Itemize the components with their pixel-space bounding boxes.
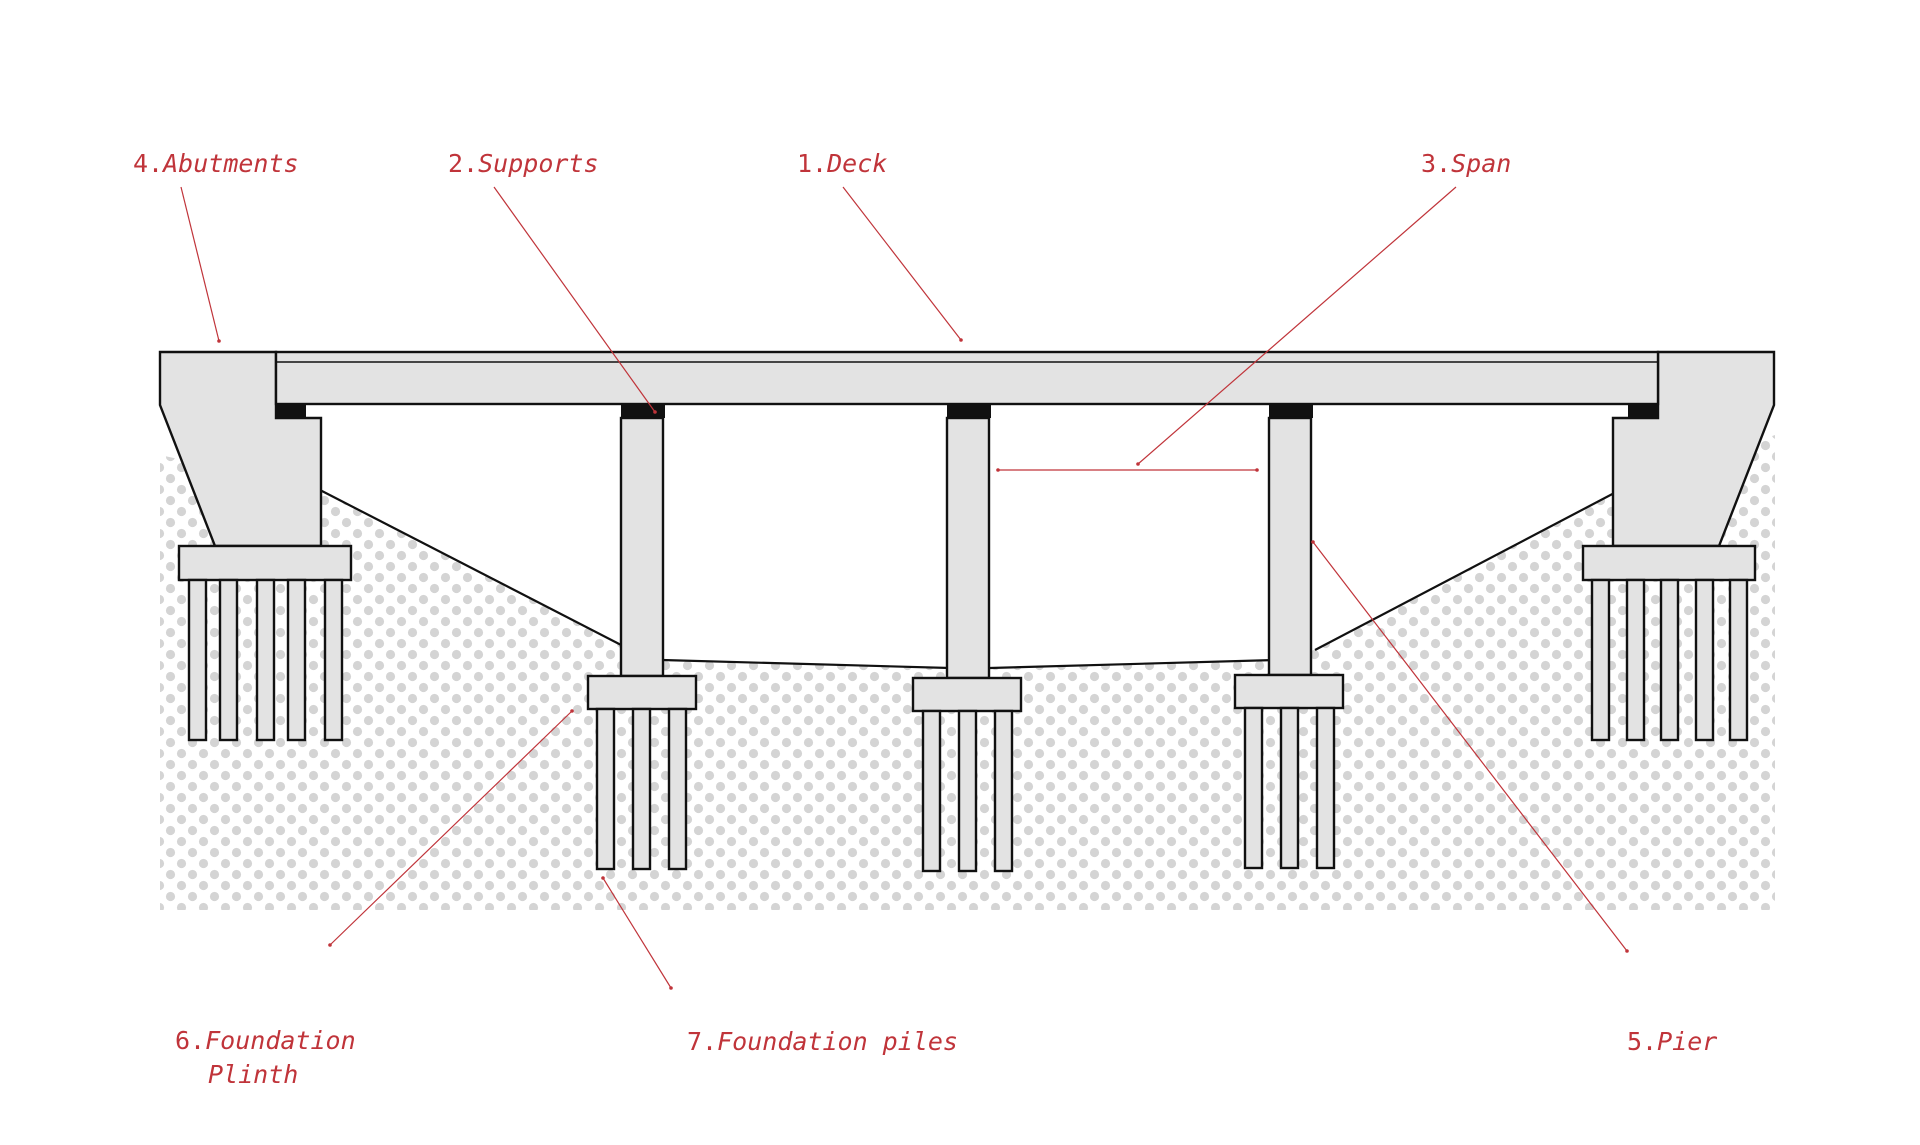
pile <box>631 707 652 871</box>
pile <box>187 578 208 742</box>
pier-2 <box>911 416 1023 873</box>
pile <box>993 709 1014 873</box>
pile <box>1590 578 1611 742</box>
bearing <box>1269 404 1313 418</box>
pile <box>921 709 942 873</box>
leader-pier <box>1312 541 1628 952</box>
deck-slab <box>274 350 1660 406</box>
left-abutment-piles <box>187 578 344 742</box>
pile <box>218 578 239 742</box>
leader-foundation-plinth <box>329 710 573 946</box>
embankment-lines <box>319 489 1621 670</box>
leader-supports <box>493 186 656 413</box>
pier-column <box>619 416 665 678</box>
pile <box>595 707 616 871</box>
leader-span-dot <box>1136 462 1140 466</box>
pier-1 <box>586 416 698 871</box>
left-abutment <box>158 350 353 742</box>
right-abutment-piles <box>1590 578 1749 742</box>
bearing <box>947 404 991 418</box>
span-dimension-dot <box>996 468 1000 472</box>
pier-plinth <box>586 674 698 711</box>
pile <box>1728 578 1749 742</box>
leader-pier-dot <box>1625 949 1629 953</box>
label-abutments: 4.Abutments <box>133 149 299 178</box>
leader-span <box>1137 186 1457 465</box>
bearing <box>1628 404 1658 418</box>
pier-plinth <box>1233 673 1345 710</box>
right-abutment <box>1581 350 1776 742</box>
bearing <box>276 404 306 418</box>
leader-foundation-plinth-dot <box>328 943 332 947</box>
right-ground-line <box>989 658 1276 670</box>
label-foundation-piles: 7.Foundation piles <box>687 1027 958 1056</box>
pier-column <box>1267 416 1313 677</box>
leader-pier-dot <box>1311 540 1315 544</box>
label-span: 3.Span <box>1421 149 1511 178</box>
label-foundation-plinth: 6.Foundation <box>175 1026 356 1055</box>
pile <box>286 578 307 742</box>
pile <box>1243 706 1264 870</box>
leader-abutments <box>180 186 220 342</box>
pile <box>667 707 688 871</box>
pile <box>1659 578 1680 742</box>
labels: 4.Abutments 2.Supports 1.Deck 3.Span 6.F… <box>133 149 1717 1089</box>
pile <box>1279 706 1300 870</box>
pier-plinth <box>911 676 1023 713</box>
leader-foundation-plinth-dot <box>570 709 574 713</box>
bearings <box>276 404 1658 418</box>
left-ground-line <box>661 658 951 670</box>
deck <box>274 350 1660 406</box>
leader-supports-dot <box>653 410 657 414</box>
left-embankment-line <box>319 489 626 648</box>
leader-lines <box>180 186 1629 990</box>
pier-3 <box>1233 416 1345 870</box>
pile <box>1315 706 1336 870</box>
label-deck: 1.Deck <box>797 149 887 178</box>
pile <box>957 709 978 873</box>
leader-deck <box>842 186 962 341</box>
right-abutment-plinth <box>1581 544 1757 582</box>
label-pier: 5.Pier <box>1627 1027 1717 1056</box>
leader-abutments-dot <box>217 339 221 343</box>
leader-foundation-piles-dot <box>601 876 605 880</box>
pile <box>323 578 344 742</box>
leader-foundation-piles <box>602 877 672 989</box>
pile <box>1694 578 1715 742</box>
label-supports: 2.Supports <box>448 149 599 178</box>
right-embankment-line <box>1314 489 1621 651</box>
span-dimension-dot <box>1255 468 1259 472</box>
label-foundation-plinth-line2: Plinth <box>208 1060 298 1089</box>
left-abutment-plinth <box>177 544 353 582</box>
leader-foundation-piles-dot <box>669 986 673 990</box>
leader-deck-dot <box>959 338 963 342</box>
pile <box>1625 578 1646 742</box>
pile <box>255 578 276 742</box>
bearing <box>621 404 665 418</box>
pier-column <box>945 416 991 680</box>
